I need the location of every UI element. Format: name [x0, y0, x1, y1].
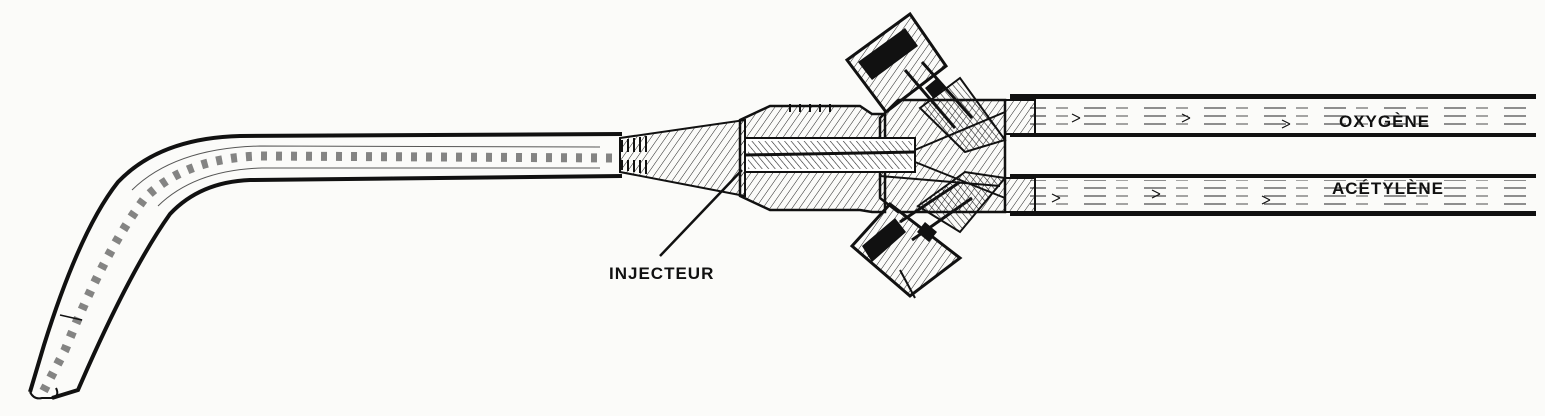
tapered-neck: [619, 118, 746, 198]
injector-label: INJECTEUR: [609, 264, 715, 283]
upper-valve: [844, 11, 1007, 154]
injector-nut: [738, 104, 916, 214]
acetylene-label: ACÉTYLÈNE: [1332, 179, 1444, 198]
thread: [621, 136, 647, 174]
lance-tube: [28, 132, 623, 400]
acetylene-hose: [1010, 174, 1536, 216]
oxygen-fitting: [1004, 99, 1036, 135]
acetylene-fitting: [1004, 177, 1036, 213]
oxygen-hose: [1010, 94, 1536, 137]
oxygen-label: OXYGÈNE: [1339, 112, 1431, 131]
gas-channels: [879, 111, 1006, 199]
injector-leader-line: [659, 169, 743, 257]
lower-valve: [849, 170, 1007, 299]
